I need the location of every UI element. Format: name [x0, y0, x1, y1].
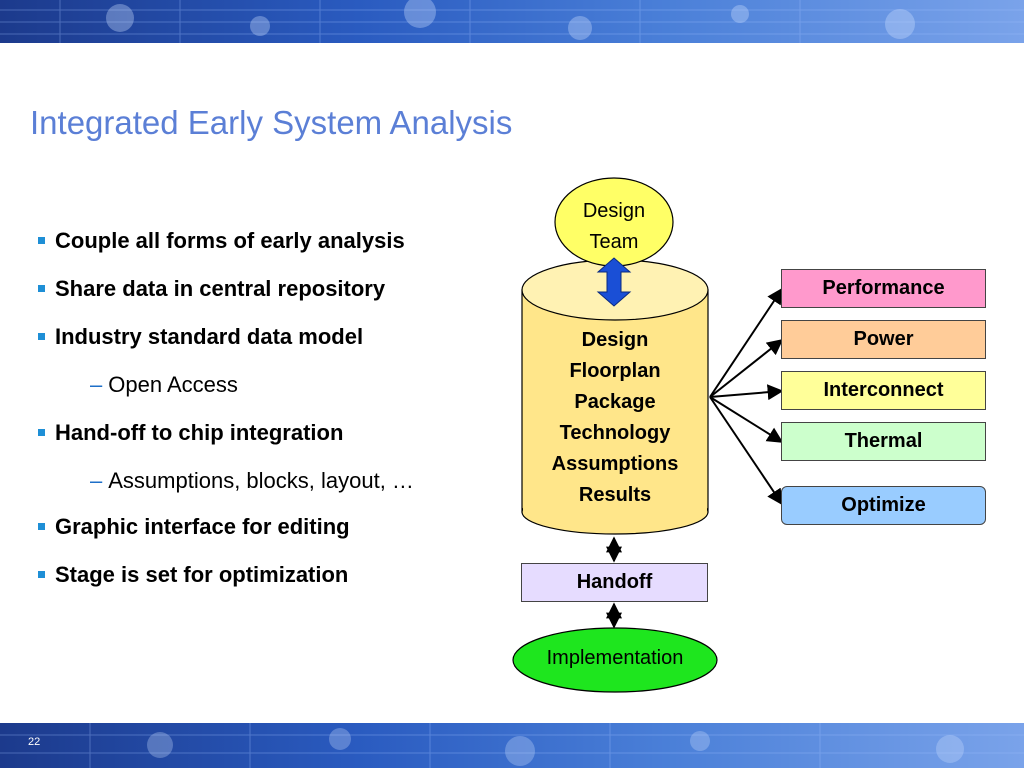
repository-item: Package — [574, 391, 656, 413]
dash-bullet-icon: – — [90, 372, 103, 397]
performance-box: Performance — [781, 269, 986, 308]
handoff-box: Handoff — [521, 563, 708, 602]
bullet-text: Graphic interface for editing — [55, 514, 350, 539]
square-bullet-icon — [38, 571, 45, 578]
square-bullet-icon — [38, 285, 45, 292]
repository-item: Technology — [559, 422, 671, 444]
square-bullet-icon — [38, 523, 45, 530]
header-band — [0, 0, 1024, 43]
design-team-line: Team — [589, 231, 639, 253]
repository-item: Results — [578, 484, 652, 506]
repository-item: Design — [581, 329, 649, 351]
bullet-text: Couple all forms of early analysis — [55, 228, 405, 253]
bullet-item: Stage is set for optimization — [38, 562, 348, 588]
bullet-text: Stage is set for optimization — [55, 562, 349, 587]
square-bullet-icon — [38, 333, 45, 340]
bullet-item: Share data in central repository — [38, 276, 385, 302]
power-box: Power — [781, 320, 986, 359]
double-arrow-icon — [596, 257, 632, 307]
sub-bullet-item: –Open Access — [90, 372, 238, 398]
arrow-to-interconnect — [709, 384, 784, 401]
bullet-text: Share data in central repository — [55, 276, 386, 301]
thermal-box: Thermal — [781, 422, 986, 461]
header-decoration — [0, 0, 1024, 43]
repository-item: Assumptions — [551, 453, 679, 475]
square-bullet-icon — [38, 237, 45, 244]
bullet-item: Couple all forms of early analysis — [38, 228, 405, 254]
bullet-text: Industry standard data model — [55, 324, 364, 349]
arrow-to-power — [709, 339, 784, 398]
slide-number: 22 — [28, 736, 41, 748]
bullet-text: Hand-off to chip integration — [55, 420, 344, 445]
bullet-item: Hand-off to chip integration — [38, 420, 343, 446]
sub-bullet-text: Open Access — [108, 372, 238, 397]
repository-contents: Design Floorplan Package Technology Assu… — [522, 325, 708, 511]
optimize-box: Optimize — [781, 486, 986, 525]
dash-bullet-icon: – — [90, 468, 103, 493]
bullet-item: Industry standard data model — [38, 324, 363, 350]
arrow-to-optimize — [709, 396, 783, 506]
design-team-line: Design — [582, 200, 646, 222]
repository-item: Floorplan — [569, 360, 661, 382]
slide-title: Integrated Early System Analysis — [30, 104, 513, 141]
sub-bullet-text: Assumptions, blocks, layout, … — [108, 468, 414, 493]
footer-decoration — [0, 723, 1024, 768]
design-team-label: Design Team — [556, 196, 672, 258]
implementation-label: Implementation — [546, 647, 684, 669]
footer-band: 22 — [0, 723, 1024, 768]
arrow-to-thermal — [709, 396, 784, 443]
implementation-oval — [512, 627, 718, 693]
sub-bullet-item: –Assumptions, blocks, layout, … — [90, 468, 414, 494]
arrow-to-performance — [709, 287, 783, 398]
bullet-item: Graphic interface for editing — [38, 514, 350, 540]
square-bullet-icon — [38, 429, 45, 436]
interconnect-box: Interconnect — [781, 371, 986, 410]
